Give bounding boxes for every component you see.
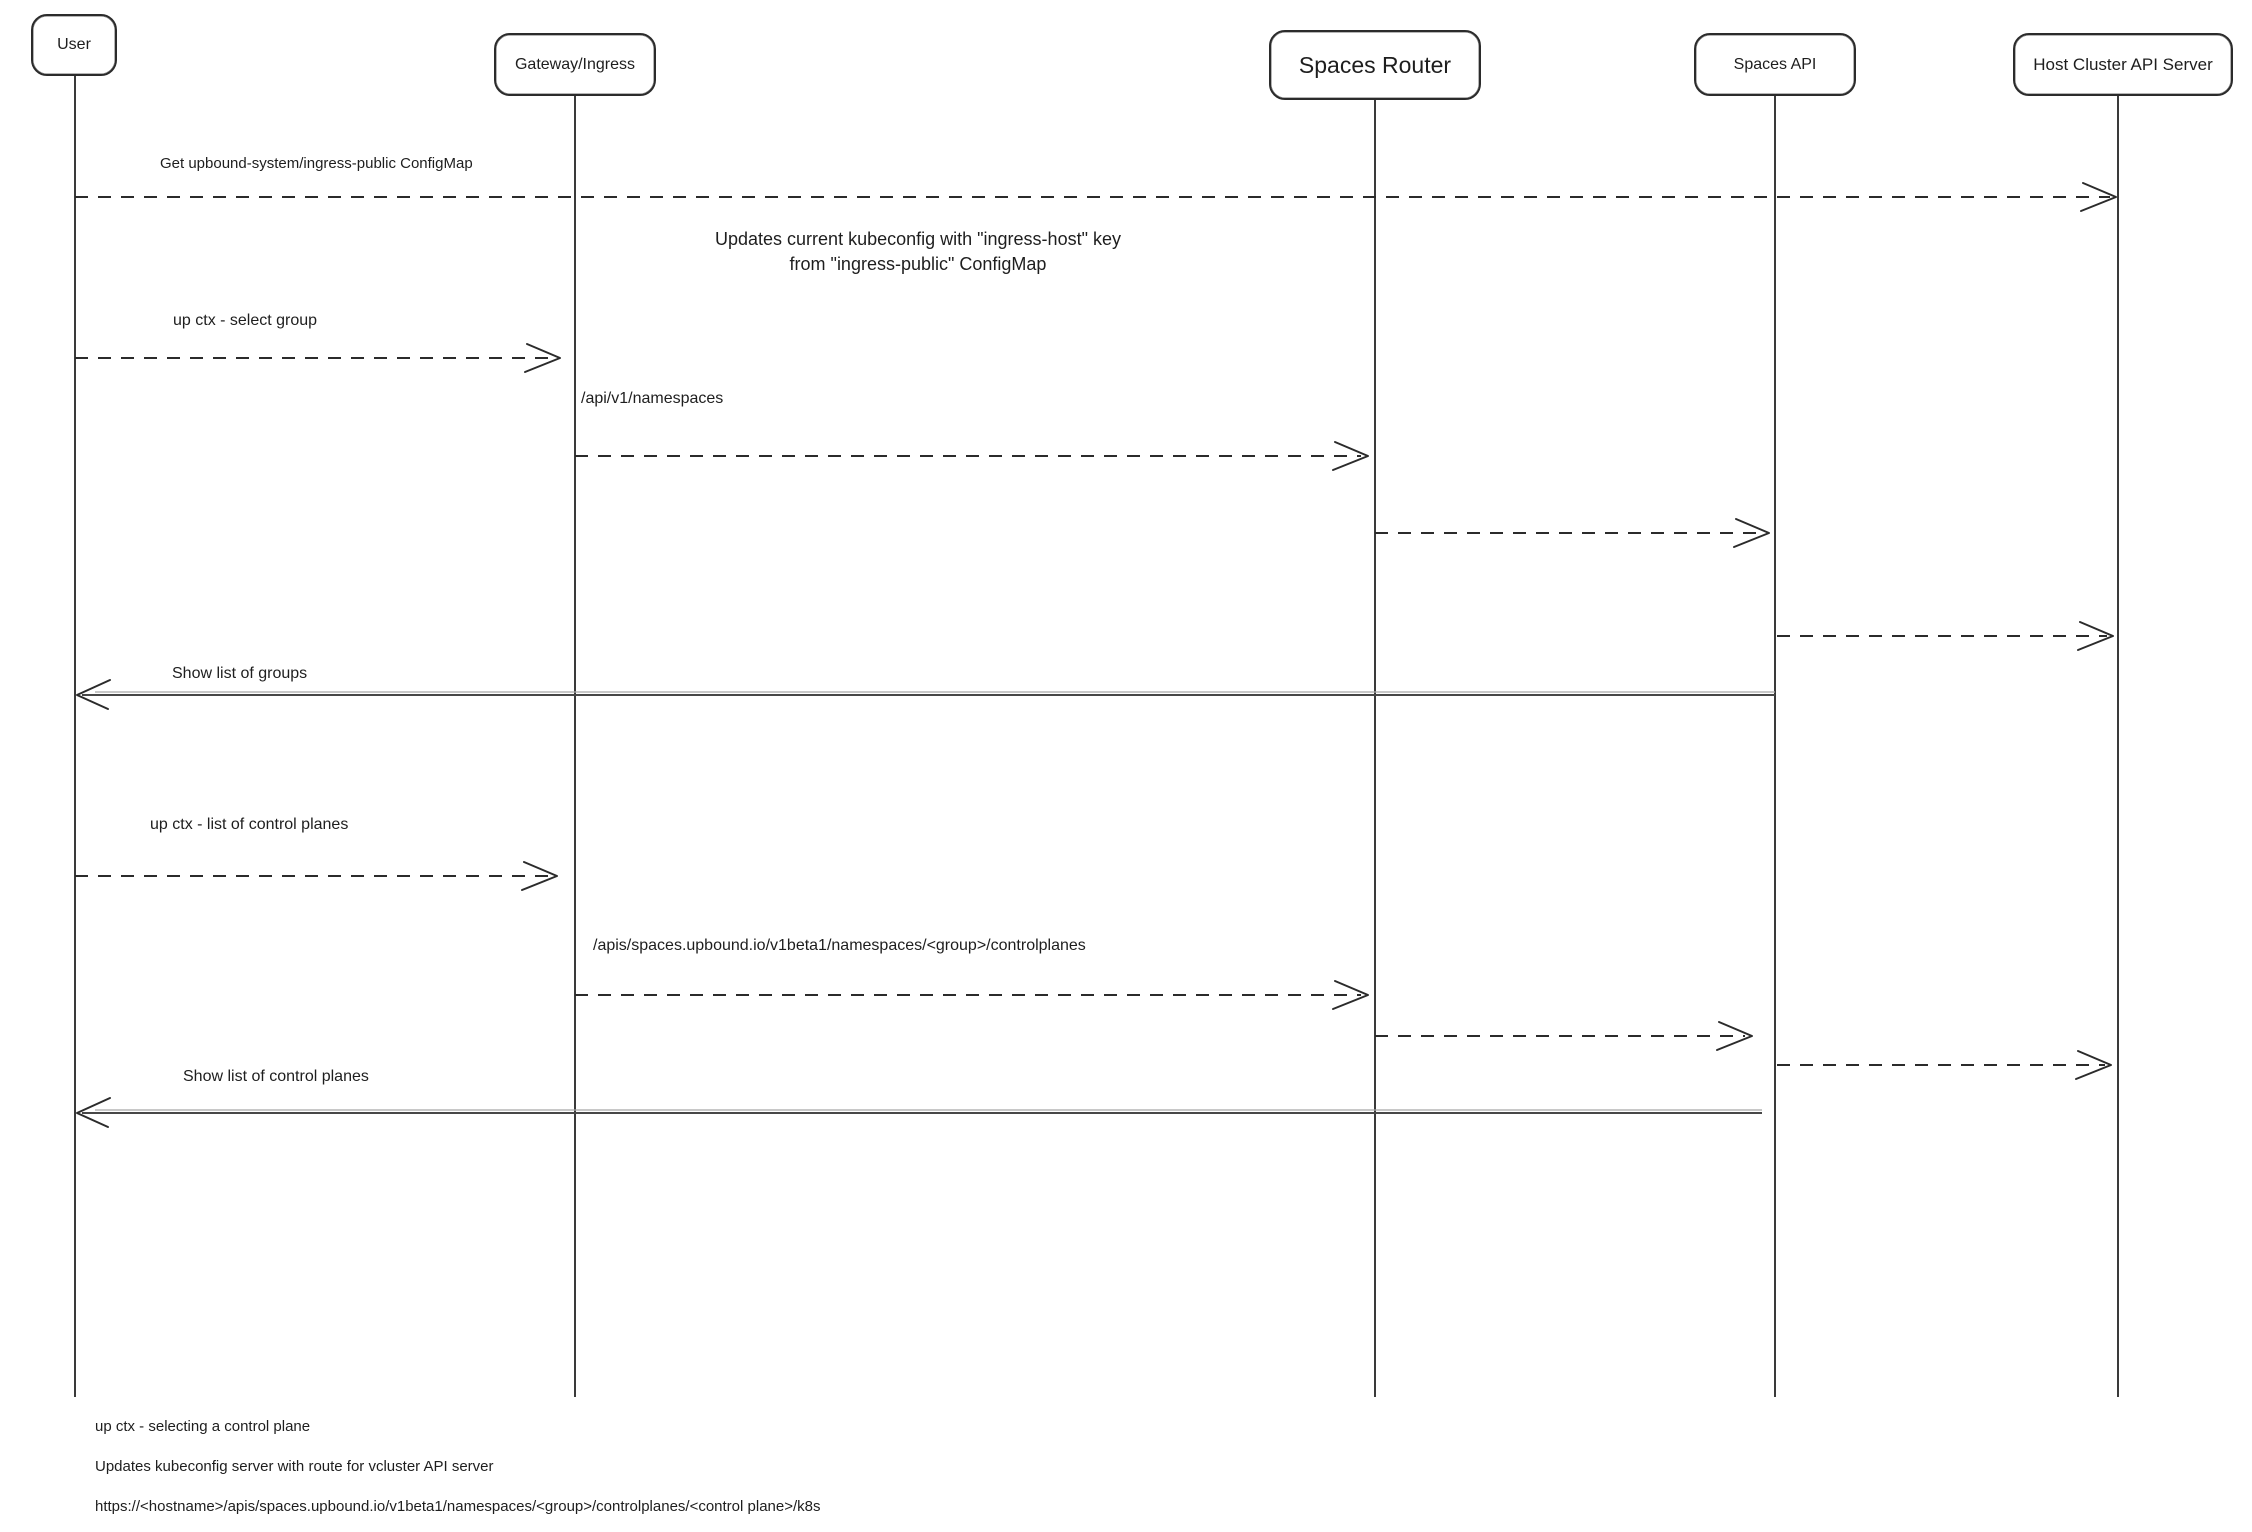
actor-box-user: User xyxy=(31,14,117,76)
actor-box-spaces-api: Spaces API xyxy=(1694,33,1856,96)
kubeconfig-note: Updates current kubeconfig with "ingress… xyxy=(618,227,1218,277)
actor-box-gateway-ingress: Gateway/Ingress xyxy=(494,33,656,96)
message-label-api-namespaces: /api/v1/namespaces xyxy=(581,390,724,407)
actor-label-gateway-ingress: Gateway/Ingress xyxy=(514,55,636,73)
footnote-selecting-control-plane: up ctx - selecting a control plane xyxy=(95,1418,311,1435)
arrowhead-api-to-host-2 xyxy=(2075,1050,2112,1080)
kubeconfig-note-line2: from "ingress-public" ConfigMap xyxy=(789,254,1047,274)
message-label-select-group: up ctx - select group xyxy=(173,312,318,329)
actor-label-host-cluster: Host Cluster API Server xyxy=(2033,54,2213,74)
actor-label-user: User xyxy=(57,36,91,53)
arrowhead-show-groups xyxy=(76,679,111,710)
message-label-get-configmap: Get upbound-system/ingress-public Config… xyxy=(160,155,473,172)
arrowhead-list-control-planes xyxy=(521,861,558,891)
arrowhead-select-group xyxy=(524,343,561,373)
arrowhead-router-to-api-1 xyxy=(1733,518,1770,548)
message-label-show-groups: Show list of groups xyxy=(172,665,308,682)
footnote-vcluster-url: https://<hostname>/apis/spaces.upbound.i… xyxy=(95,1498,821,1515)
footnote-updates-kubeconfig: Updates kubeconfig server with route for… xyxy=(95,1458,494,1475)
arrowhead-api-namespaces xyxy=(1332,441,1369,471)
actor-box-spaces-router: Spaces Router xyxy=(1269,30,1481,100)
message-label-list-control-planes: up ctx - list of control planes xyxy=(150,816,349,833)
actor-label-spaces-api: Spaces API xyxy=(1733,55,1817,73)
actor-label-spaces-router: Spaces Router xyxy=(1298,51,1452,78)
arrowhead-api-to-host-1 xyxy=(2077,621,2114,651)
arrowhead-apis-controlplanes xyxy=(1332,980,1369,1010)
arrowhead-router-to-api-2 xyxy=(1716,1021,1753,1051)
arrowhead-show-control-planes xyxy=(76,1097,111,1128)
message-label-apis-controlplanes: /apis/spaces.upbound.io/v1beta1/namespac… xyxy=(593,937,1086,954)
actor-box-host-cluster: Host Cluster API Server xyxy=(2013,33,2233,96)
message-label-show-control-planes: Show list of control planes xyxy=(183,1068,369,1085)
arrowhead-get-configmap xyxy=(2080,182,2117,212)
kubeconfig-note-line1: Updates current kubeconfig with "ingress… xyxy=(715,229,1121,249)
